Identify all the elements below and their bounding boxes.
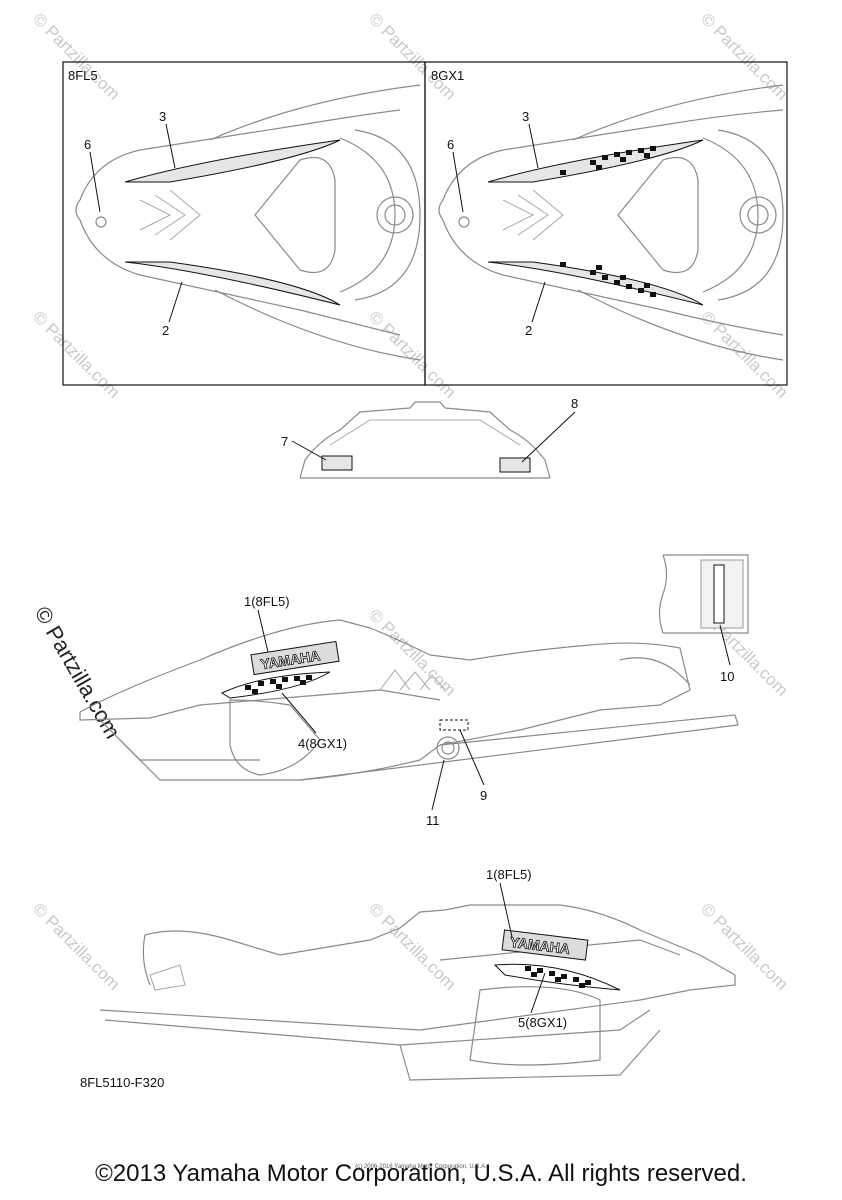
deck-top-view-8gx1 bbox=[438, 84, 784, 361]
leader-1-8fl5 bbox=[499, 882, 513, 938]
callout-2: 2 bbox=[162, 323, 169, 338]
watermark-dark: © Partzilla.com bbox=[30, 602, 126, 743]
watermark: © Partzilla.com bbox=[697, 9, 791, 103]
leader-7 bbox=[291, 440, 327, 461]
callout-6: 6 bbox=[84, 137, 91, 152]
callout-3: 3 bbox=[522, 109, 529, 124]
watermark: © Partzilla.com bbox=[697, 899, 791, 993]
callout-9: 9 bbox=[480, 788, 487, 803]
panel-title-8fl5: 8FL5 bbox=[68, 68, 98, 83]
leader-lines-top bbox=[89, 123, 546, 323]
rear-view bbox=[299, 401, 551, 479]
diagram-code: 8FL5110-F320 bbox=[80, 1075, 164, 1090]
callout-11: 11 bbox=[426, 813, 440, 828]
watermark: © Partzilla.com bbox=[365, 9, 459, 103]
callout-10: 10 bbox=[720, 669, 734, 684]
yamaha-decal: YAMAHA bbox=[501, 929, 589, 961]
callout-4-8gx1: 4(8GX1) bbox=[298, 736, 347, 751]
yamaha-decal: YAMAHA bbox=[250, 640, 340, 676]
callout-1-8fl5: 1(8FL5) bbox=[486, 867, 532, 882]
callout-7: 7 bbox=[281, 434, 288, 449]
watermark: © Partzilla.com bbox=[365, 899, 459, 993]
callout-2: 2 bbox=[525, 323, 532, 338]
panel-frame bbox=[62, 61, 788, 386]
callout-6: 6 bbox=[447, 137, 454, 152]
small-copyright-notice: (c) 2006-2016 Yamaha Motor Corporation, … bbox=[355, 1164, 487, 1170]
callout-3: 3 bbox=[159, 109, 166, 124]
callout-8: 8 bbox=[571, 396, 578, 411]
watermark: © Partzilla.com bbox=[365, 605, 459, 699]
detail-inset-10 bbox=[658, 554, 749, 634]
callout-1-8fl5: 1(8FL5) bbox=[244, 594, 290, 609]
watermark: © Partzilla.com bbox=[29, 9, 123, 103]
deck-top-view-8fl5 bbox=[75, 84, 421, 361]
footer-copyright: ©2013 Yamaha Motor Corporation, U.S.A. A… bbox=[95, 1160, 747, 1187]
watermark: © Partzilla.com bbox=[29, 307, 123, 401]
leader-8 bbox=[521, 411, 576, 463]
watermark: © Partzilla.com bbox=[365, 307, 459, 401]
callout-5-8gx1: 5(8GX1) bbox=[518, 1015, 567, 1030]
panel-title-8gx1: 8GX1 bbox=[431, 68, 464, 83]
leader-5-8gx1 bbox=[530, 972, 546, 1014]
side-view-right: YAMAHA bbox=[99, 904, 736, 1081]
watermark: © Partzilla.com bbox=[29, 899, 123, 993]
leader-lines-side bbox=[257, 609, 731, 811]
